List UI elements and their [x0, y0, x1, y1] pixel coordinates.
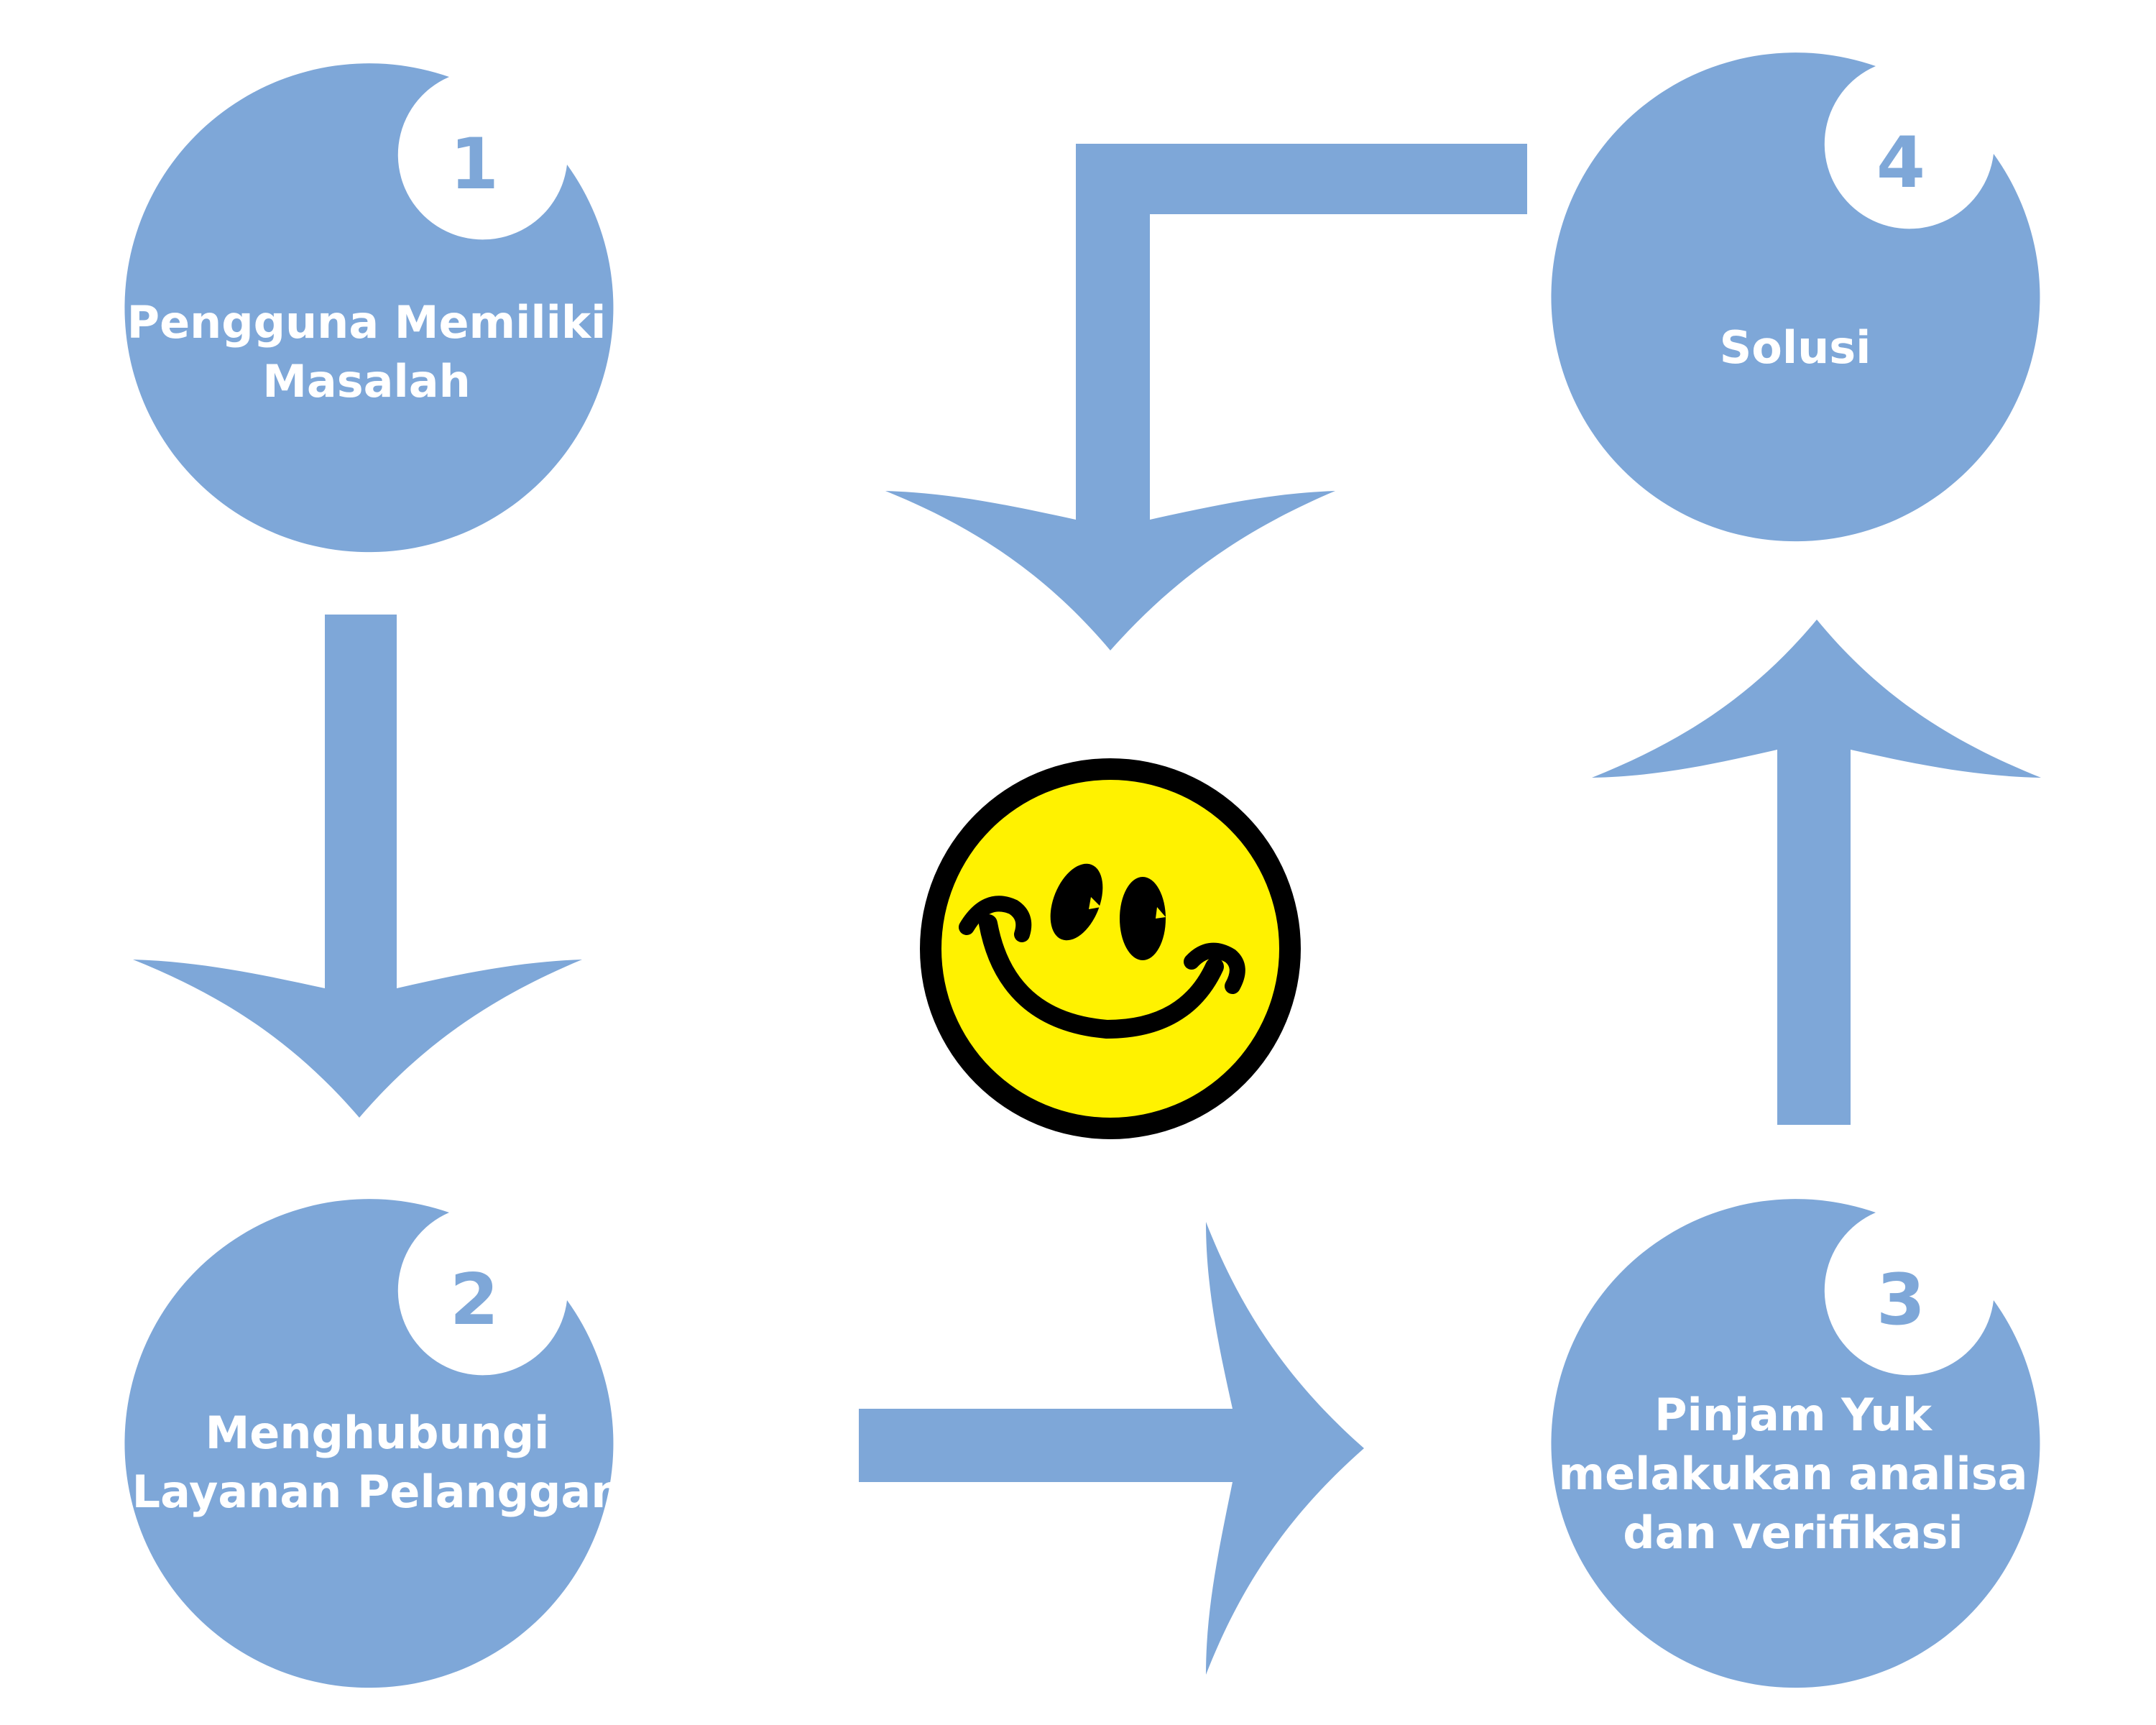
step-1: 1 Pengguna Memiliki Masalah: [124, 63, 614, 553]
step-4-label-line-1: Solusi: [1720, 321, 1871, 374]
smiley-face-icon: [920, 758, 1301, 1139]
step-3-label-line-2: melakukan analisa: [1559, 1448, 2028, 1500]
step-1-label-line-2: Masalah: [262, 355, 471, 408]
smiley-face: [941, 780, 1279, 1118]
arrow-up-icon: [1592, 620, 2041, 1125]
step-2-label-line-1: Menghubungi: [206, 1407, 550, 1459]
smiley-mouth: [979, 914, 1224, 1039]
smiley-right-eye: [1120, 877, 1166, 960]
arrow-down-icon: [133, 615, 582, 1118]
step-3-label-line-1: Pinjam Yuk: [1654, 1389, 1933, 1441]
step-2-label-line-2: Layanan Pelanggan: [132, 1466, 623, 1518]
step-1-label-line-1: Pengguna Memiliki: [127, 296, 607, 349]
step-1-circle: [124, 63, 614, 553]
step-3: 3 Pinjam Yuk melakukan analisa dan verif…: [1551, 1199, 2040, 1688]
step-2: 2 Menghubungi Layanan Pelanggan: [124, 1199, 622, 1688]
step-2-number: 2: [450, 1259, 499, 1341]
arrow-right-icon: [859, 1222, 1364, 1675]
step-4-circle: [1551, 52, 2040, 542]
step-2-circle: [124, 1199, 614, 1688]
smiley-left-eye: [1050, 863, 1103, 941]
step-3-number: 3: [1876, 1259, 1925, 1341]
arrow-elbow-down-icon: [885, 144, 1527, 650]
step-3-circle: [1551, 1199, 2040, 1688]
step-4: 4 Solusi: [1551, 52, 2040, 542]
step-1-number: 1: [450, 124, 499, 206]
step-3-label-line-3: dan verifikasi: [1623, 1506, 1963, 1559]
step-4-number: 4: [1876, 122, 1925, 204]
